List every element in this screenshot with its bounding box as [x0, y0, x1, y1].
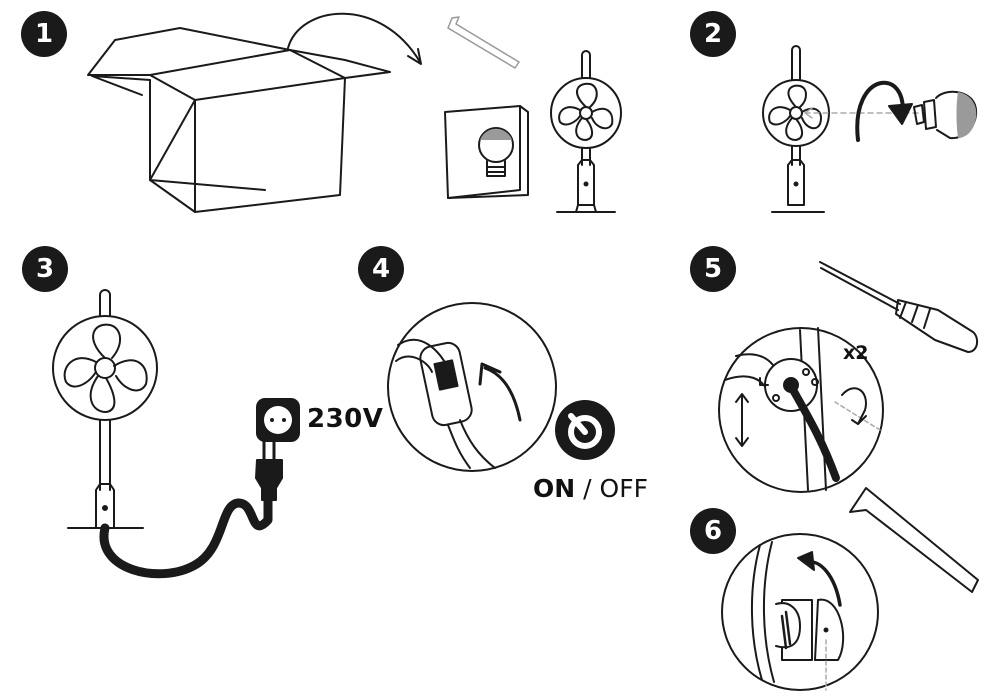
power-toggle-icon	[555, 400, 615, 460]
screwdriver-icon	[820, 262, 977, 352]
bulb-icon	[914, 92, 976, 138]
wall-socket-icon	[256, 398, 300, 442]
lamp-base-detail-icon	[722, 534, 878, 690]
open-box-icon	[88, 28, 390, 212]
unpack-arrow	[288, 14, 420, 62]
screw-count-label: x2	[843, 342, 868, 364]
step-6-badge: 6	[690, 508, 736, 554]
voltage-label: 230V	[307, 404, 383, 434]
power-cord	[104, 500, 268, 574]
on-off-separator: /	[575, 474, 599, 503]
plug-icon	[256, 442, 282, 500]
unpack-arrowhead	[408, 49, 421, 64]
hex-key-icon	[448, 17, 519, 68]
step-5-badge: 5	[690, 246, 736, 292]
off-label: OFF	[600, 474, 648, 503]
screw-in-arrowhead	[889, 104, 912, 124]
step-1-badge: 1	[21, 11, 67, 57]
bulb-package-icon	[445, 106, 528, 198]
lamp-icon	[551, 51, 621, 212]
step-4-badge: 4	[358, 246, 404, 292]
lamp-icon	[763, 46, 829, 212]
on-label: ON	[533, 474, 575, 503]
on-off-label: ON / OFF	[533, 474, 648, 503]
step-3-badge: 3	[22, 246, 68, 292]
step-2-badge: 2	[690, 11, 736, 57]
lamp-icon	[53, 290, 157, 528]
switch-detail-icon	[388, 303, 556, 471]
